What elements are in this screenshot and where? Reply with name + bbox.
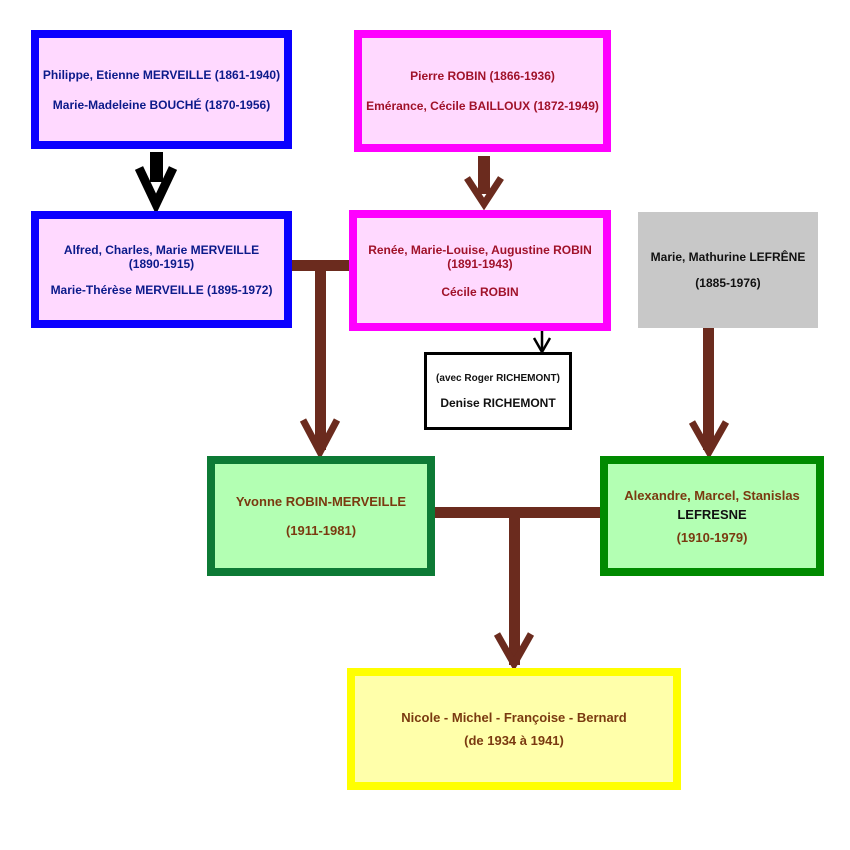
person-lefresne-dates: (1910-1979) <box>676 529 748 545</box>
arrow-robin-gen1-to-gen2 <box>464 156 504 211</box>
person-cecile-robin: Cécile ROBIN <box>441 284 519 299</box>
arrow-to-children <box>493 515 535 672</box>
arrow-merveille-gen1-to-gen2 <box>134 152 178 215</box>
person-lefrene-dates: (1885-1976) <box>695 276 761 290</box>
box-alexandre-lefresne: Alexandre, Marcel, Stanislas LEFRESNE (1… <box>600 456 824 576</box>
box-children: Nicole - Michel - Françoise - Bernard (d… <box>347 668 681 790</box>
person-alfred-merveille: Alfred, Charles, Marie MERVEILLE <box>63 242 260 257</box>
person-yvonne-dates: (1911-1981) <box>285 523 357 538</box>
box-robin-generation-1: Pierre ROBIN (1866-1936) Emérance, Cécil… <box>354 30 611 152</box>
box-lefrene: Marie, Mathurine LEFRÊNE (1885-1976) <box>638 212 818 328</box>
person-alexandre-lefresne: Alexandre, Marcel, Stanislas <box>624 487 800 503</box>
person-marie-therese-merveille: Marie-Thérèse MERVEILLE (1895-1972) <box>50 282 273 297</box>
person-yvonne-robin-merveille: Yvonne ROBIN-MERVEILLE <box>235 494 407 509</box>
box-merveille-generation-2: Alfred, Charles, Marie MERVEILLE (1890-1… <box>31 211 292 328</box>
box-yvonne-robin-merveille: Yvonne ROBIN-MERVEILLE (1911-1981) <box>207 456 435 576</box>
box-merveille-generation-1: Philippe, Etienne MERVEILLE (1861-1940) … <box>31 30 292 149</box>
person-emerance-bailloux: Emérance, Cécile BAILLOUX (1872-1949) <box>366 99 599 113</box>
person-pierre-robin: Pierre ROBIN (1866-1936) <box>410 69 555 83</box>
person-philippe-merveille: Philippe, Etienne MERVEILLE (1861-1940) <box>42 67 281 82</box>
note-avec-roger-richemont: (avec Roger RICHEMONT) <box>436 372 560 384</box>
arrow-to-lefresne <box>688 328 730 460</box>
arrow-to-yvonne <box>299 270 341 460</box>
person-marie-mathurine-lefrene: Marie, Mathurine LEFRÊNE <box>650 250 806 264</box>
person-renee-robin: Renée, Marie-Louise, Augustine ROBIN <box>368 242 592 257</box>
children-dates: (de 1934 à 1941) <box>464 733 564 748</box>
children-names: Nicole - Michel - Françoise - Bernard <box>401 710 627 725</box>
person-denise-richemont: Denise RICHEMONT <box>440 395 556 410</box>
box-robin-generation-2: Renée, Marie-Louise, Augustine ROBIN (18… <box>349 210 611 331</box>
person-renee-dates: (1891-1943) <box>447 256 513 271</box>
marriage-line-gen2 <box>292 260 349 271</box>
person-alfred-dates: (1890-1915) <box>128 256 195 271</box>
connectors <box>134 152 730 672</box>
marriage-line-gen3 <box>435 507 600 518</box>
person-marie-madeleine-bouche: Marie-Madeleine BOUCHÉ (1870-1956) <box>52 97 271 112</box>
box-richemont: (avec Roger RICHEMONT) Denise RICHEMONT <box>424 352 572 430</box>
person-lefresne-surname: LEFRESNE <box>677 506 747 522</box>
